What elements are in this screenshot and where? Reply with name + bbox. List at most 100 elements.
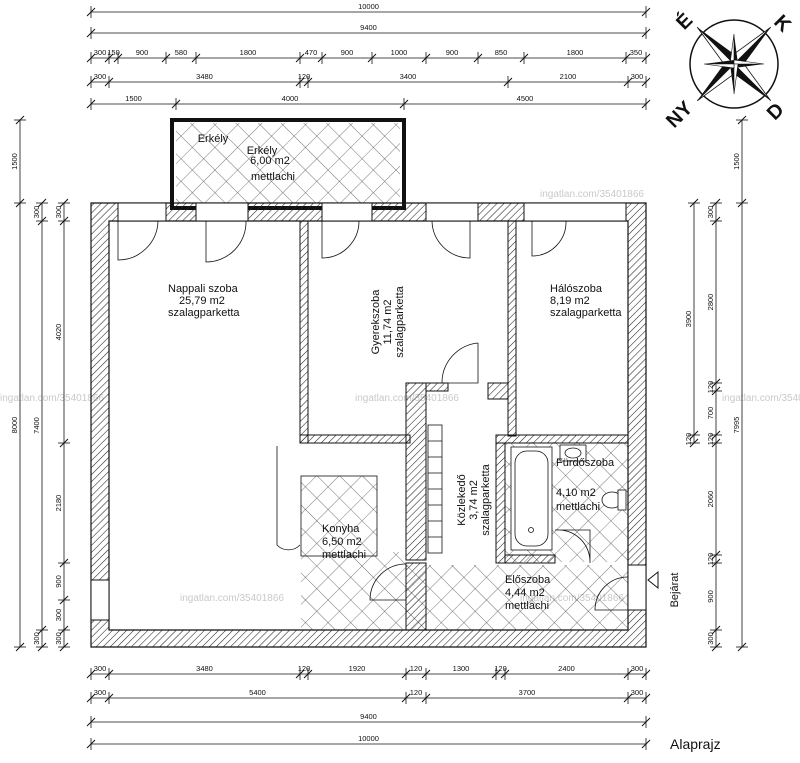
dimension-label: 300 [94,72,107,81]
wall-halo-left [507,220,517,437]
dimension-label: 700 [706,407,715,420]
wall-halo-bottom [495,434,629,444]
dimension-label: 300 [94,664,107,673]
dimension-label: 300 [631,72,644,81]
entrance-arrow-icon [647,570,659,590]
dimension-chain-top1: 10000 [86,2,651,18]
dimension-label: 3480 [196,72,213,81]
kitchen-counter [300,475,378,557]
dimension-label: 150 [107,48,120,57]
room-area-konyha: 6,50 m2 [322,536,362,548]
room-area-gyerek: 11,74 m2 [382,299,394,344]
room-floor-erkely: mettlachi [251,171,295,183]
dimension-label: 300 [706,206,715,219]
room-area-eloszoba: 4,44 m2 [505,587,545,599]
room-area-furdo: 4,10 m2 [556,487,596,499]
wall-corridor-left [405,382,427,561]
dimension-label: 2060 [706,491,715,508]
dimension-label: 3400 [400,72,417,81]
window-4 [523,202,627,222]
window-2 [321,202,373,222]
dimension-label: 300 [54,206,63,219]
wall-corridor-top [425,382,449,392]
kitchen-floor [301,476,426,630]
dimension-chain-left2: 300 7400 300 [32,198,48,652]
room-floor-gyerek: szalagparketta [394,285,406,357]
dimension-label: 1300 [453,664,470,673]
dimension-chain-left1: 1500 8000 [10,115,26,652]
dimension-label: 2800 [706,294,715,311]
room-name-kozlekedo: Közlekedő [456,474,468,525]
dimension-label: 120 [684,433,693,446]
room-area-nappali: 25,79 m2 [179,295,225,307]
wall-gyerek-bottom [299,434,411,444]
dimension-label: 8000 [10,417,19,434]
room-name-konyha: Konyha [322,523,360,535]
compass-rose-icon: É K D NY [662,9,795,133]
watermark-text: ingatlan.com/35401866 [722,393,800,404]
dimension-label: 300 [94,48,107,57]
dimension-label: 300 [54,609,63,622]
kitchen-window [90,579,110,621]
dimension-label: 470 [305,48,318,57]
room-name-erkely: Erkély [198,133,229,145]
dimension-label: 3900 [684,311,693,328]
dimension-label: 300 [32,206,41,219]
window-3 [425,202,479,222]
dimension-label: 1500 [125,94,142,103]
room-floor-halo: szalagparketta [550,307,622,319]
dimension-label: 120 [706,433,715,446]
room-name-erkely-label: Erkély [247,145,278,157]
window-1 [117,202,167,222]
compass-south: D [763,99,789,125]
room-floor-konyha: mettlachi [322,549,366,561]
room-name-gyerek: Gyerekszoba [370,289,382,355]
compass-west: NY [662,97,698,133]
dimension-label: 120 [298,72,311,81]
room-area-halo: 8,19 m2 [550,295,590,307]
openings [90,202,647,621]
dimension-label: 7400 [32,417,41,434]
entrance-opening [627,564,647,611]
dimension-label: 1500 [10,153,19,170]
room-name-nappali: Nappali szoba [168,283,239,295]
wall-kitchen-stub [405,562,427,631]
room-floor-kozlekedo: szalagparketta [480,463,492,535]
dimension-label: 300 [54,632,63,645]
dimension-chain-right3: 3900 120 [684,198,700,448]
dimension-label: 850 [495,48,508,57]
dimension-label: 9400 [360,712,377,721]
dimension-label: 580 [175,48,188,57]
dimension-label: 1800 [240,48,257,57]
room-labels: Erkély 6,00 m2 mettlachi Erkély Nappali … [168,133,622,612]
plan-title: Alaprajz [670,736,721,752]
dimension-label: 1920 [349,664,366,673]
wall-bath-bottom [504,554,556,564]
wall-corridor-step [487,382,509,400]
dimension-chain-top2: 9400 [86,23,651,39]
room-name-halo: Hálószoba [550,283,603,295]
dimension-label: 300 [631,664,644,673]
watermark-text: ingatlan.com/35401866 [180,593,284,604]
room-area-erkely: 6,00 m2 [250,155,290,167]
dimension-label: 10000 [358,734,379,743]
washbasin [559,444,587,462]
dimension-label: 300 [706,632,715,645]
dimension-label: 900 [446,48,459,57]
room-area-kozlekedo: 3,74 m2 [468,480,480,520]
dimension-label: 2400 [558,664,575,673]
balcony-floor [176,123,400,203]
dimension-label: 300 [32,632,41,645]
dimension-label: 120 [494,664,507,673]
dimension-label: 1800 [567,48,584,57]
dimension-chain-bottom3: 9400 [86,712,651,728]
door-swings [117,220,629,611]
dimension-label: 900 [54,575,63,588]
dimension-label: 4000 [282,94,299,103]
dimension-label: 120 [298,664,311,673]
